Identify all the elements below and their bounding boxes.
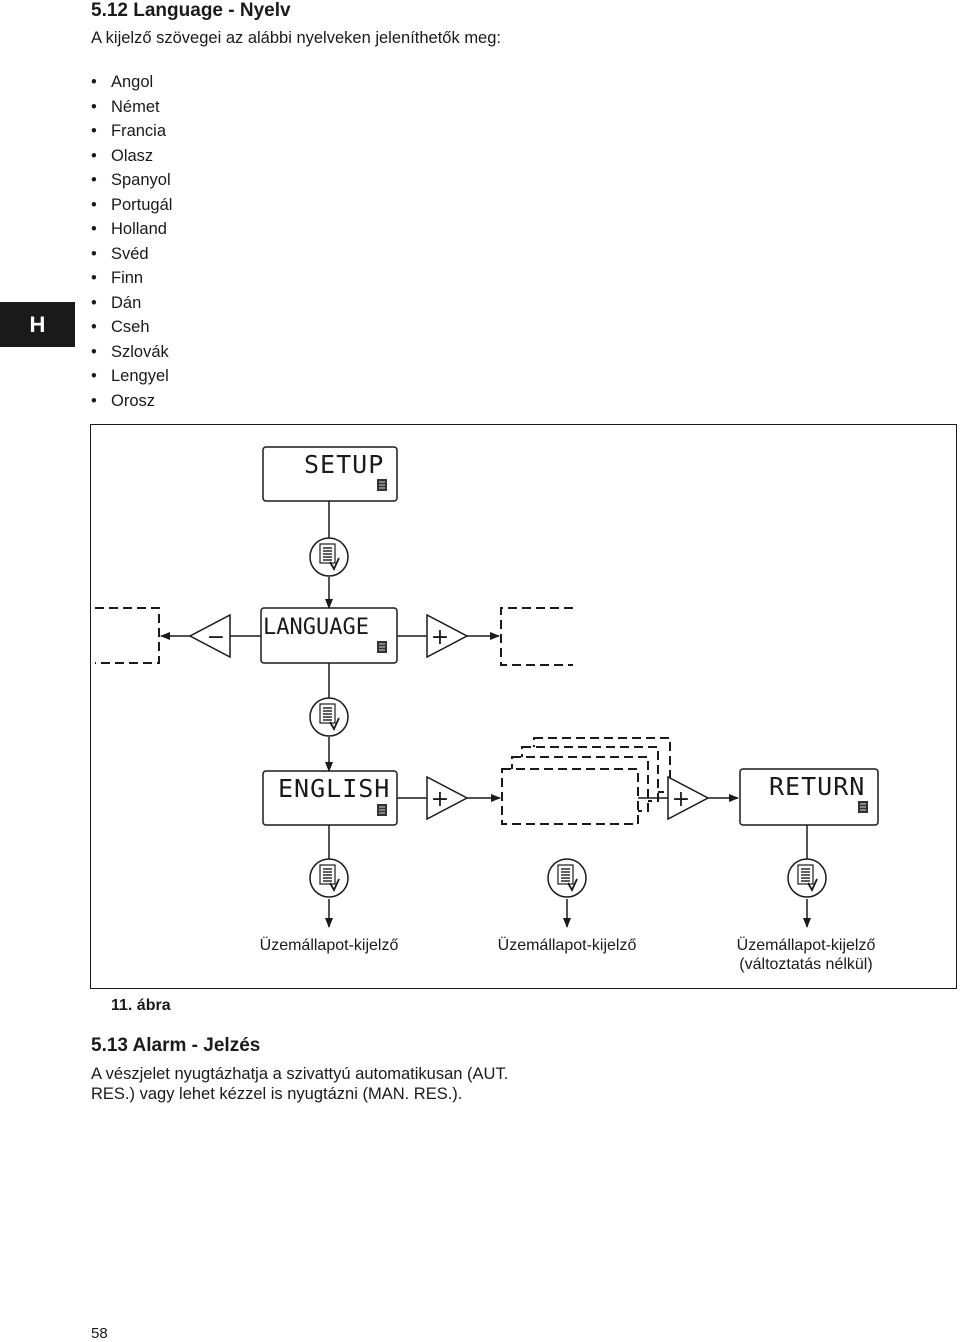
bullet-icon: • (91, 220, 97, 238)
language-label: Portugál (111, 195, 173, 214)
bullet-icon: • (91, 97, 97, 116)
caption-status-1: Üzemállapot-kijelző (259, 937, 399, 954)
plus-triangle-3 (667, 775, 710, 821)
language-item: • Dán (91, 291, 172, 316)
display-language-text: LANGUAGE (263, 615, 369, 640)
bullet-icon: • (91, 122, 97, 140)
plus-triangle-2 (426, 775, 469, 821)
language-item: • Svéd (91, 242, 172, 267)
language-label: Orosz (111, 391, 156, 410)
language-item: • Cseh (91, 315, 172, 340)
bullet-icon: • (91, 146, 97, 165)
language-label: Lengyel (111, 367, 169, 385)
bullet-icon: • (91, 391, 97, 410)
bullet-icon: • (91, 293, 97, 312)
language-item: • Angol (91, 70, 172, 95)
bullet-icon: • (91, 244, 97, 263)
minus-triangle (188, 613, 231, 659)
language-list: • Angol • Német • Francia • Olasz • Spanyol • Portu… (91, 70, 172, 413)
display-return-icon (857, 800, 869, 814)
language-label: Német (111, 97, 160, 116)
language-label: Cseh (111, 318, 150, 336)
display-english-icon (376, 803, 388, 817)
language-item: • Finn (91, 266, 172, 291)
dashed-stack-front (501, 768, 639, 825)
section-title-5-13: 5.13 Alarm - Jelzés (91, 1035, 261, 1056)
language-label: Holland (111, 220, 167, 238)
display-return (739, 768, 879, 826)
bullet-icon: • (91, 318, 97, 336)
language-item: • Holland (91, 217, 172, 242)
figure-caption: 11. ábra (111, 997, 171, 1014)
language-label: Francia (111, 122, 167, 140)
language-label: Svéd (111, 244, 149, 263)
display-setup-icon (376, 478, 388, 492)
figure-11: SETUP LANGUAGE ENGLISH RETURN (90, 424, 957, 989)
dashed-box-right (500, 607, 573, 666)
language-item: • Francia (91, 119, 172, 144)
language-label: Olasz (111, 146, 154, 165)
plus-triangle-1 (426, 613, 469, 659)
alarm-text: A vészjelet nyugtázhatja a szivattyú aut… (91, 1065, 509, 1103)
section-title-5-12: 5.12 Language - Nyelv (91, 0, 291, 21)
language-item: • Orosz (91, 389, 172, 414)
display-language-icon (376, 640, 388, 654)
caption-status-2: Üzemállapot-kijelző (497, 937, 637, 954)
language-menu-diagram: SETUP LANGUAGE ENGLISH RETURN (95, 446, 879, 928)
language-item: • Német (91, 95, 172, 120)
display-setup (262, 446, 398, 502)
language-label: Szlovák (111, 342, 169, 361)
bullet-icon: • (91, 171, 97, 189)
plus-symbol-1: + (431, 625, 449, 650)
bullet-icon: • (91, 269, 97, 287)
language-label: Dán (111, 293, 142, 312)
language-item: • Spanyol (91, 168, 172, 193)
page-number: 58 (91, 1325, 108, 1342)
bullet-icon: • (91, 342, 97, 361)
language-item: • Portugál (91, 193, 172, 218)
caption-status-3-line2: (változtatás nélkül) (739, 956, 873, 973)
bullet-icon: • (91, 73, 97, 91)
language-item: • Olasz (91, 144, 172, 169)
bullet-icon: • (91, 195, 97, 214)
caption-status-3: Üzemállapot-kijelző (változtatás nélkül) (719, 936, 893, 974)
language-label: Finn (111, 269, 144, 287)
display-english-text: ENGLISH (278, 774, 390, 803)
plus-symbol-2: + (431, 787, 449, 812)
dashed-box-left (95, 607, 160, 664)
display-return-text: RETURN (769, 772, 865, 801)
language-item: • Szlovák (91, 340, 172, 365)
language-item: • Lengyel (91, 364, 172, 389)
minus-symbol: − (207, 625, 225, 650)
caption-status-3-line1: Üzemállapot-kijelző (736, 937, 876, 954)
language-label: Angol (111, 73, 154, 91)
plus-symbol-3: + (672, 787, 690, 812)
section-tab-h: H (0, 302, 75, 347)
bullet-icon: • (91, 367, 97, 385)
language-intro: A kijelző szövegei az alábbi nyelveken j… (91, 29, 501, 47)
language-label: Spanyol (111, 171, 171, 189)
display-setup-text: SETUP (304, 450, 384, 479)
